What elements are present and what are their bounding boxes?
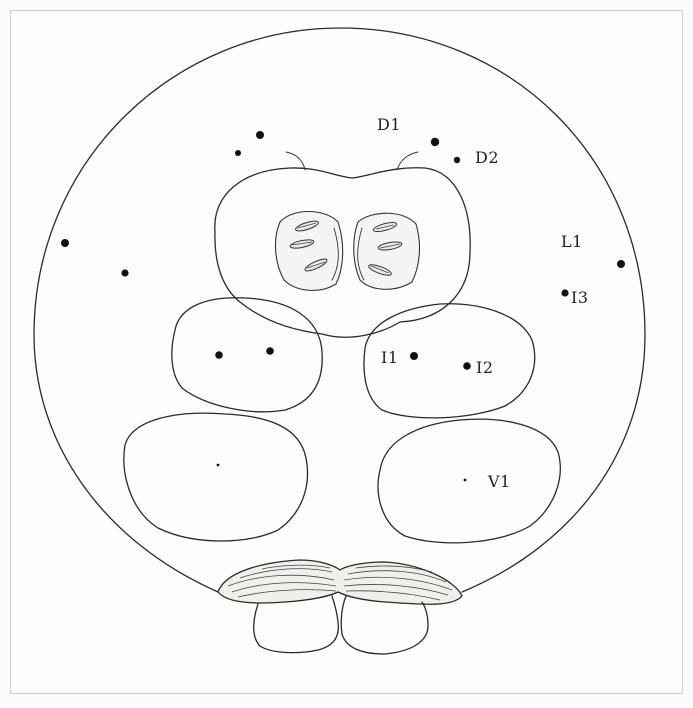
seta-dot <box>256 131 264 139</box>
seta-dot-i3 <box>561 289 568 296</box>
label-i1: I1 <box>381 348 399 367</box>
label-d1: D1 <box>377 115 401 134</box>
seta-dot-d1 <box>431 138 439 146</box>
seta-dot-i1 <box>410 352 418 360</box>
seta-dot <box>217 464 220 467</box>
seta-dot <box>215 351 223 359</box>
seta-dot-i2 <box>463 362 471 370</box>
seta-dot <box>235 150 241 156</box>
label-i3: I3 <box>571 288 589 307</box>
label-v1: V1 <box>487 472 511 491</box>
seta-dot <box>266 347 274 355</box>
seta-dot <box>121 269 128 276</box>
seta-dot-d2 <box>454 157 460 163</box>
label-l1: L1 <box>561 232 583 251</box>
label-i2: I2 <box>476 358 494 377</box>
seta-dot-l1 <box>617 260 625 268</box>
seta-dot-v1 <box>464 479 467 482</box>
seta-dot <box>61 239 69 247</box>
label-d2: D2 <box>475 148 499 167</box>
